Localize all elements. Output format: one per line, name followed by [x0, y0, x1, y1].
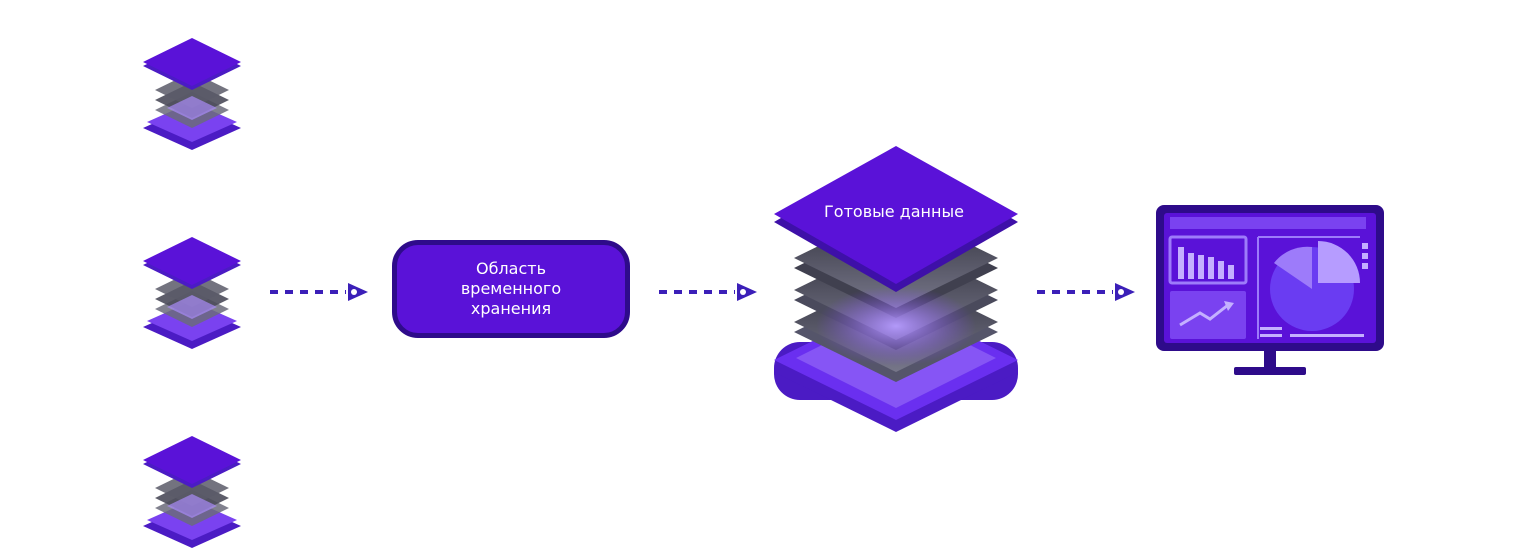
staging-area-label: Область временного хранения: [460, 259, 562, 318]
source-database-icon: [143, 436, 241, 548]
staging-area-box: Область временного хранения: [392, 240, 630, 338]
monitor-dashboard-icon: [1156, 205, 1384, 375]
source-database-icon: [143, 38, 241, 150]
flow-arrow-icon: [659, 283, 757, 301]
flow-arrow-icon: [270, 283, 368, 301]
source-database-icon: [143, 237, 241, 349]
ready-data-label: Готовые данные: [824, 202, 964, 221]
ready-data-layers-icon: [774, 146, 1018, 432]
flow-arrow-icon: [1037, 283, 1135, 301]
